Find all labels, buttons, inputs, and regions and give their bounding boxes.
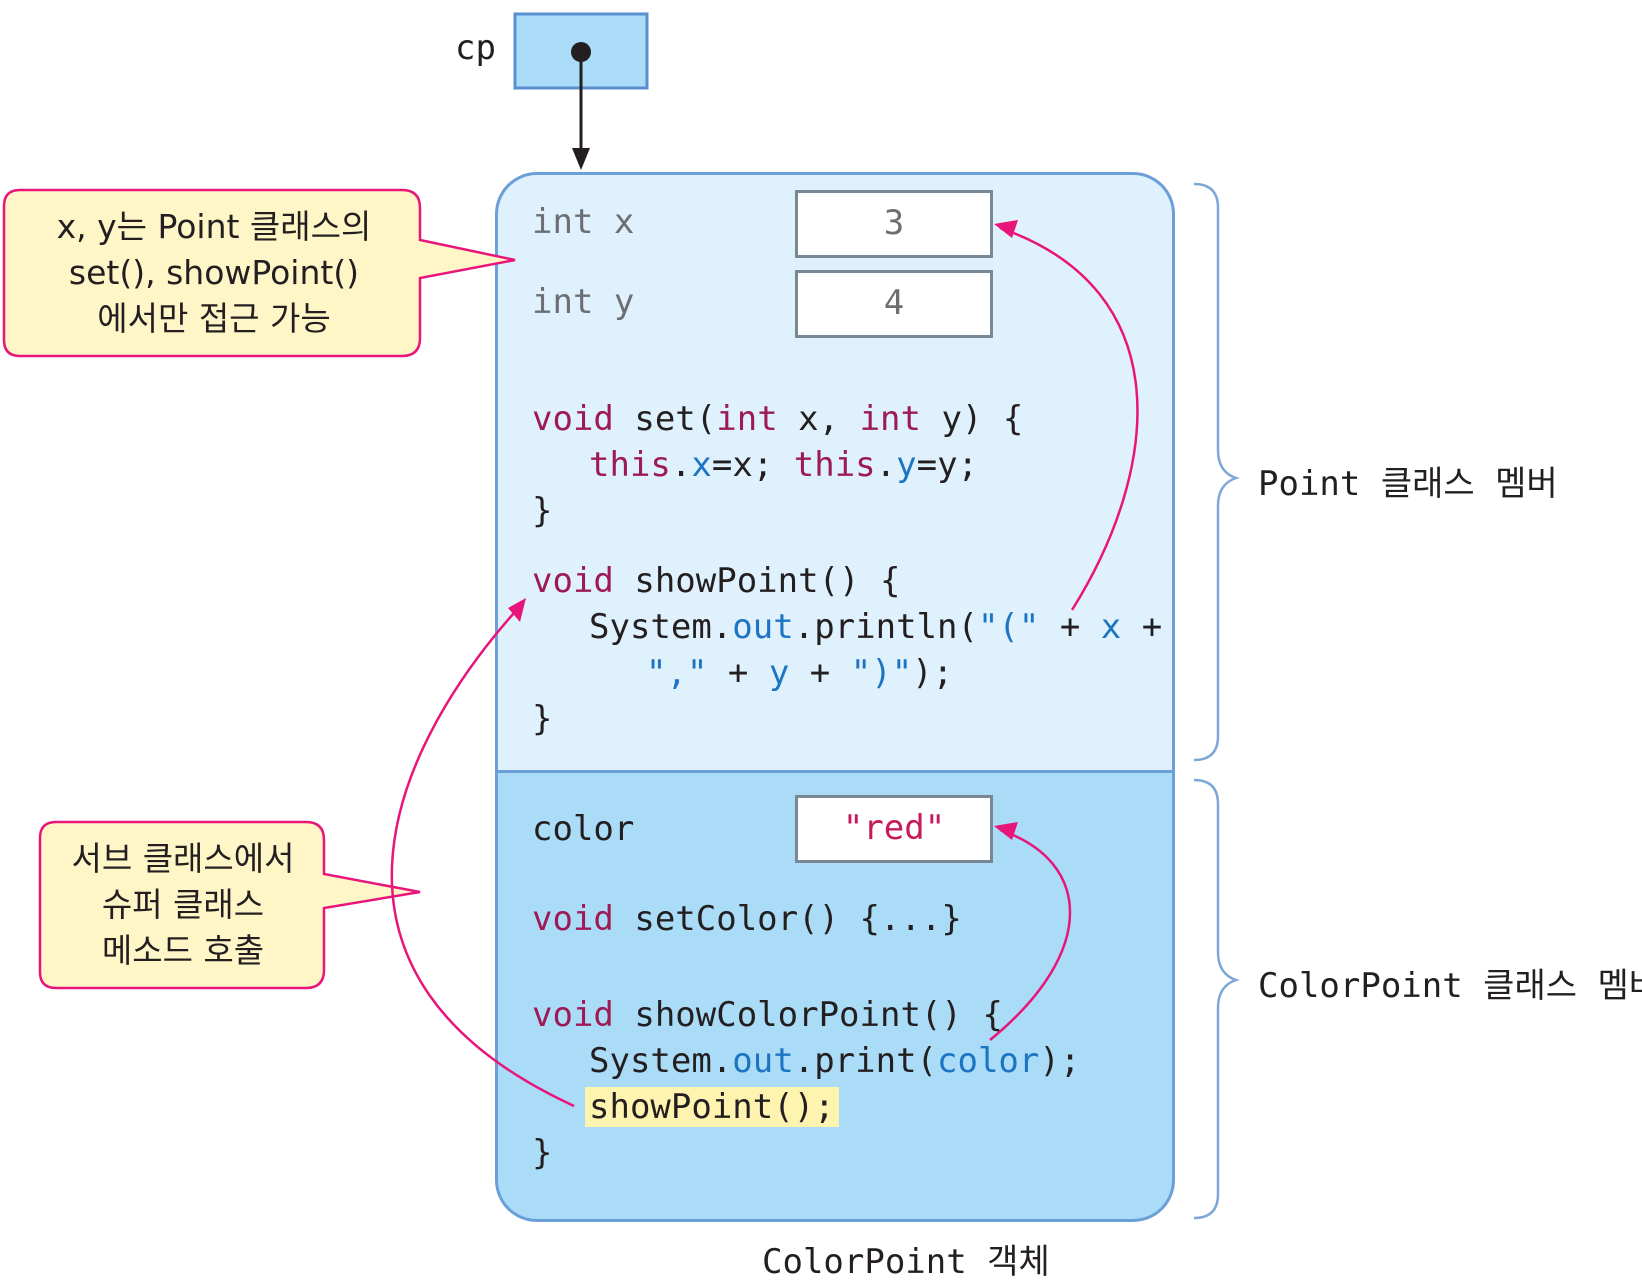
callout-bottom-text: 서브 클래스에서 슈퍼 클래스 메소드 호출 xyxy=(44,836,322,974)
keyword: void xyxy=(532,561,614,601)
callout-line: set(), showPoint() xyxy=(68,253,360,292)
keyword: int xyxy=(716,399,778,439)
object-caption: ColorPoint 객체 xyxy=(762,1242,1050,1282)
code-text: .println( xyxy=(793,607,978,647)
string-literal: "," xyxy=(646,653,708,693)
code-text: . xyxy=(875,445,897,485)
string-literal: ")" xyxy=(850,653,913,693)
keyword: void xyxy=(532,995,614,1035)
field-x-label: int x xyxy=(532,202,635,242)
code-text: ); xyxy=(912,653,954,693)
code-showpoint-call: showPoint(); xyxy=(585,1084,839,1130)
code-text: System. xyxy=(589,1041,733,1081)
keyword: this xyxy=(589,445,671,485)
code-text: + xyxy=(1039,607,1101,647)
code-set-body: this.x=x; this.y=y; xyxy=(589,442,978,488)
field-ref: x xyxy=(691,445,712,485)
code-text: System. xyxy=(589,607,733,647)
code-showcolorpoint-signature: void showColorPoint() { xyxy=(532,992,1003,1038)
code-text: set( xyxy=(613,399,717,439)
code-text: x, xyxy=(777,399,860,439)
field-ref: y xyxy=(896,445,917,485)
code-text: + xyxy=(789,653,851,693)
field-ref: color xyxy=(937,1041,1040,1081)
highlighted-call: showPoint(); xyxy=(585,1087,839,1127)
code-showpoint-line2: "," + y + ")"); xyxy=(646,650,953,696)
code-text: showPoint() { xyxy=(613,561,901,601)
code-text: ); xyxy=(1039,1041,1081,1081)
callout-line: x, y는 Point 클래스의 xyxy=(56,207,372,246)
code-set-signature: void set(int x, int y) { xyxy=(532,396,1023,442)
code-showpoint-signature: void showPoint() { xyxy=(532,558,900,604)
code-text: . xyxy=(670,445,692,485)
code-text: + xyxy=(1121,607,1163,647)
callout-line: 슈퍼 클래스 xyxy=(101,885,265,924)
field-x-value: 3 xyxy=(795,190,993,258)
cp-reference-box xyxy=(513,12,649,90)
field-ref: y xyxy=(768,653,790,693)
brace-label-colorpoint-members: ColorPoint 클래스 멤버 xyxy=(1258,966,1642,1006)
field-ref: out xyxy=(732,1041,794,1081)
code-text: y) { xyxy=(920,399,1024,439)
code-text: .print( xyxy=(793,1041,938,1081)
string-literal: "(" xyxy=(977,607,1040,647)
cp-variable-label: cp xyxy=(455,28,496,68)
field-color-value: "red" xyxy=(795,795,993,863)
code-text: + xyxy=(707,653,769,693)
callout-line: 에서만 접근 가능 xyxy=(97,299,331,338)
field-y-value: 4 xyxy=(795,270,993,338)
callout-line: 서브 클래스에서 xyxy=(71,839,295,878)
field-y-label: int y xyxy=(532,282,635,322)
code-showpoint-line1: System.out.println("(" + x + xyxy=(589,604,1162,650)
keyword: void xyxy=(532,899,614,939)
brace-label-point-members: Point 클래스 멤버 xyxy=(1258,464,1558,504)
code-text: =y; xyxy=(916,445,979,485)
keyword: this xyxy=(793,445,876,485)
code-setcolor-signature: void setColor() {...} xyxy=(532,896,962,942)
field-ref: out xyxy=(732,607,794,647)
callout-line: 메소드 호출 xyxy=(101,931,265,970)
callout-top-text: x, y는 Point 클래스의 set(), showPoint() 에서만 … xyxy=(14,204,414,342)
code-showcolorpoint-close: } xyxy=(532,1133,553,1173)
keyword: void xyxy=(532,399,614,439)
field-color-label: color xyxy=(532,809,635,849)
keyword: int xyxy=(859,399,921,439)
cp-reference-dot xyxy=(571,42,591,62)
brace-colorpoint-members xyxy=(1193,778,1240,1220)
cp-reference-arrowhead xyxy=(572,148,590,170)
code-text: setColor() {...} xyxy=(613,899,962,939)
code-text: =x; xyxy=(711,445,794,485)
code-showpoint-close: } xyxy=(532,699,553,739)
code-set-close: } xyxy=(532,491,553,531)
brace-point-members xyxy=(1193,182,1240,762)
field-ref: x xyxy=(1100,607,1122,647)
code-text: showColorPoint() { xyxy=(613,995,1003,1035)
code-print-line: System.out.print(color); xyxy=(589,1038,1080,1084)
